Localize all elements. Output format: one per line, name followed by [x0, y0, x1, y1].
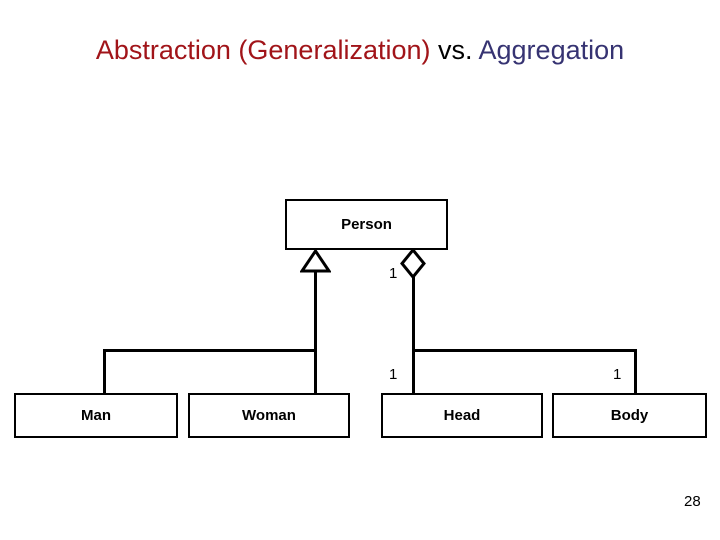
generalization-stem-line: [314, 271, 317, 351]
multiplicity-body-side: 1: [613, 366, 622, 383]
title-part-vs: vs.: [430, 35, 479, 65]
generalization-drop-to-man: [103, 349, 106, 395]
generalization-drop-to-woman: [314, 349, 317, 395]
page-title: Abstraction (Generalization) vs. Aggrega…: [0, 33, 720, 67]
class-box-body-label: Body: [610, 407, 649, 424]
class-box-woman[interactable]: Woman: [188, 393, 350, 438]
generalization-branch-bar: [103, 349, 317, 352]
class-box-man-label: Man: [81, 407, 111, 424]
aggregation-diamond-icon: [400, 248, 426, 279]
class-box-head-label: Head: [443, 407, 481, 424]
aggregation-drop-to-body: [634, 349, 637, 395]
multiplicity-head-side: 1: [389, 366, 398, 383]
class-box-person-label: Person: [341, 216, 392, 233]
class-box-body[interactable]: Body: [552, 393, 707, 438]
title-part-aggregation: Aggregation: [478, 35, 625, 65]
class-box-man[interactable]: Man: [14, 393, 178, 438]
title-part-abstraction: Abstraction (Generalization): [95, 35, 431, 65]
page-number: 28: [684, 493, 701, 510]
aggregation-stem-line: [412, 274, 415, 351]
multiplicity-person-side: 1: [389, 265, 398, 282]
generalization-triangle-icon: [300, 249, 331, 273]
class-box-head[interactable]: Head: [381, 393, 543, 438]
class-box-woman-label: Woman: [242, 407, 296, 424]
class-box-person[interactable]: Person: [285, 199, 448, 250]
aggregation-drop-to-head: [412, 349, 415, 395]
aggregation-branch-bar: [412, 349, 637, 352]
